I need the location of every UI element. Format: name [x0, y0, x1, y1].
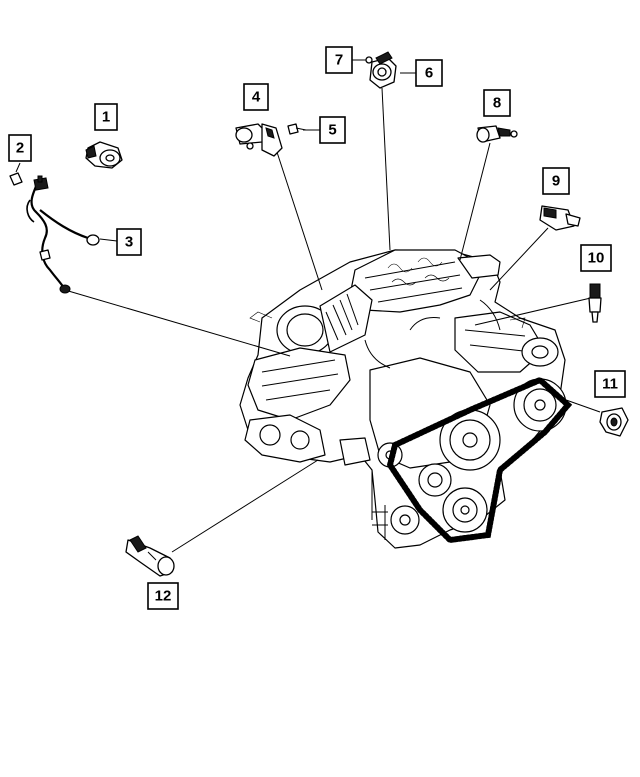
callout-5-label: 5 [328, 122, 336, 139]
leader-3-engine [64, 289, 291, 357]
pin-part [9, 172, 23, 186]
throttle-sensor-part [539, 205, 581, 231]
callout-9: 9 [542, 167, 570, 195]
callout-1: 1 [94, 103, 118, 131]
callout-6-label: 6 [425, 65, 433, 82]
callout-7: 7 [325, 46, 353, 74]
callout-3-label: 3 [125, 234, 133, 251]
wiring-harness-part [26, 175, 100, 294]
callout-2-label: 2 [16, 140, 24, 157]
callout-11-label: 11 [602, 376, 618, 393]
leader-lines [15, 59, 601, 553]
callout-8: 8 [483, 89, 511, 117]
callout-12: 12 [147, 582, 179, 610]
callout-1-label: 1 [102, 109, 110, 126]
leader-10 [474, 296, 596, 326]
callout-7-label: 7 [335, 52, 343, 69]
callout-10-label: 10 [588, 250, 605, 267]
callout-12-label: 12 [155, 588, 172, 605]
crank-sensor-right-part [599, 407, 629, 437]
leader-11 [551, 394, 601, 413]
callout-4-label: 4 [252, 89, 261, 106]
callout-4: 4 [243, 83, 269, 111]
leader-12 [171, 459, 319, 553]
callout-9-label: 9 [552, 173, 560, 190]
engine-assembly [239, 249, 573, 549]
crankshaft-sensor-part [125, 535, 175, 577]
map-sensor-part [365, 51, 397, 89]
cam-sensor-part [235, 123, 283, 157]
callout-8-label: 8 [493, 95, 501, 112]
callout-11: 11 [594, 370, 626, 398]
leader-6-engine [381, 87, 391, 251]
oil-pressure-sensor-part [476, 125, 518, 143]
leader-2 [15, 162, 21, 173]
callout-3: 3 [116, 228, 142, 256]
callout-5: 5 [319, 116, 346, 144]
coolant-temp-sensor-part [588, 283, 602, 323]
callout-2: 2 [8, 134, 32, 162]
leader-9 [489, 227, 549, 291]
leader-8 [459, 142, 491, 261]
callout-6: 6 [415, 59, 443, 87]
leader-3 [99, 238, 118, 242]
leader-4 [274, 145, 323, 291]
bolt-part [287, 123, 307, 135]
knock-sensor-part [85, 141, 123, 169]
callout-10: 10 [580, 244, 612, 272]
